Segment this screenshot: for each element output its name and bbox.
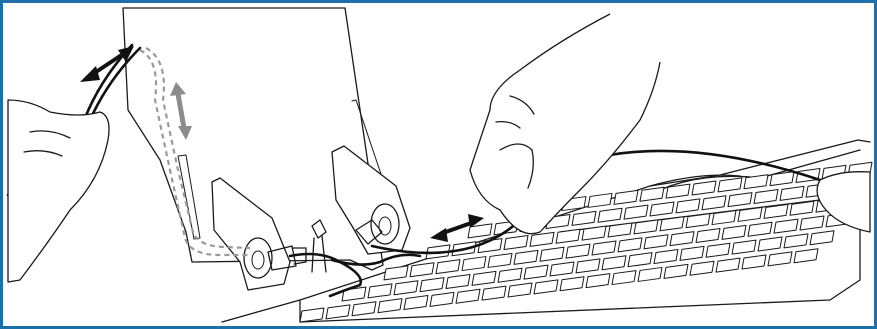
keyboard-key [664, 264, 688, 278]
keyboard-key [352, 302, 376, 316]
keyboard-key [488, 253, 512, 267]
hand-icon [8, 100, 109, 282]
keyboard-key [410, 263, 434, 277]
keyboard-key [612, 271, 636, 285]
keyboard-key [572, 211, 596, 225]
keyboard-key [800, 216, 824, 230]
keyboard-key [718, 178, 742, 192]
keyboard-key [742, 255, 766, 269]
keyboard-key [696, 228, 720, 242]
keyboard-key [758, 237, 782, 251]
monitor-stand-icon [123, 8, 410, 290]
keyboard-key [504, 236, 528, 250]
keyboard-key [624, 205, 648, 219]
keyboard-key [514, 250, 538, 264]
keyboard-key [384, 266, 408, 280]
keyboard-key [706, 243, 730, 257]
keyboard-key [368, 284, 392, 298]
keyboard-key [524, 265, 548, 279]
keyboard-key [810, 231, 834, 245]
keyboard-key [690, 261, 714, 275]
keyboard-key [446, 274, 470, 288]
keyboard-key [618, 238, 642, 252]
keyboard-key [614, 190, 638, 204]
keyboard-key [644, 235, 668, 249]
keyboard-key [560, 277, 584, 291]
keyboard-key [456, 289, 480, 303]
keyboard-key [654, 250, 678, 264]
keyboard-key [300, 308, 324, 322]
keyboard-key [498, 268, 522, 282]
keyboard-key [670, 232, 694, 246]
hand-icon [817, 172, 870, 232]
keyboard-key [780, 186, 804, 200]
keyboard-key [540, 247, 564, 261]
keyboard-key [722, 225, 746, 239]
keyboard-key [420, 278, 444, 292]
keyboard-key [680, 246, 704, 260]
keyboard-key [508, 283, 532, 297]
keyboard-key [436, 260, 460, 274]
keyboard-key [650, 202, 674, 216]
keyboard-key [748, 222, 772, 236]
keyboard-key [326, 305, 350, 319]
keyboard-key [394, 281, 418, 295]
keyboard-key [598, 208, 622, 222]
keyboard-key [716, 258, 740, 272]
keyboard-key [378, 299, 402, 313]
keyboard-key [692, 181, 716, 195]
keyboard-key [576, 259, 600, 273]
keyboard-key [638, 267, 662, 281]
keyboard-key [774, 219, 798, 233]
keyboard-key [676, 199, 700, 213]
keyboard-key [586, 274, 610, 288]
keyboard-key [702, 196, 726, 210]
keyboard-key [566, 244, 590, 258]
keyboard-key [462, 257, 486, 271]
keyboard-key [628, 253, 652, 267]
keyboard-key [592, 241, 616, 255]
keyboard-key [768, 252, 792, 266]
keyboard-key [728, 193, 752, 207]
keyboard-key [588, 193, 612, 207]
keyboard-key [556, 229, 580, 243]
keyboard-key [482, 286, 506, 300]
keyboard-key [794, 249, 818, 263]
keyboard-key [530, 232, 554, 246]
keyboard-key [534, 280, 558, 294]
keyboard-key [602, 256, 626, 270]
keyboard-key [754, 190, 778, 204]
keyboard-key [472, 271, 496, 285]
keyboard-key [732, 240, 756, 254]
keyboard-key [550, 262, 574, 276]
keyboard-key [784, 234, 808, 248]
keyboard-key [430, 292, 454, 306]
keyboard-key [640, 187, 664, 201]
keyboard-key [404, 296, 428, 310]
